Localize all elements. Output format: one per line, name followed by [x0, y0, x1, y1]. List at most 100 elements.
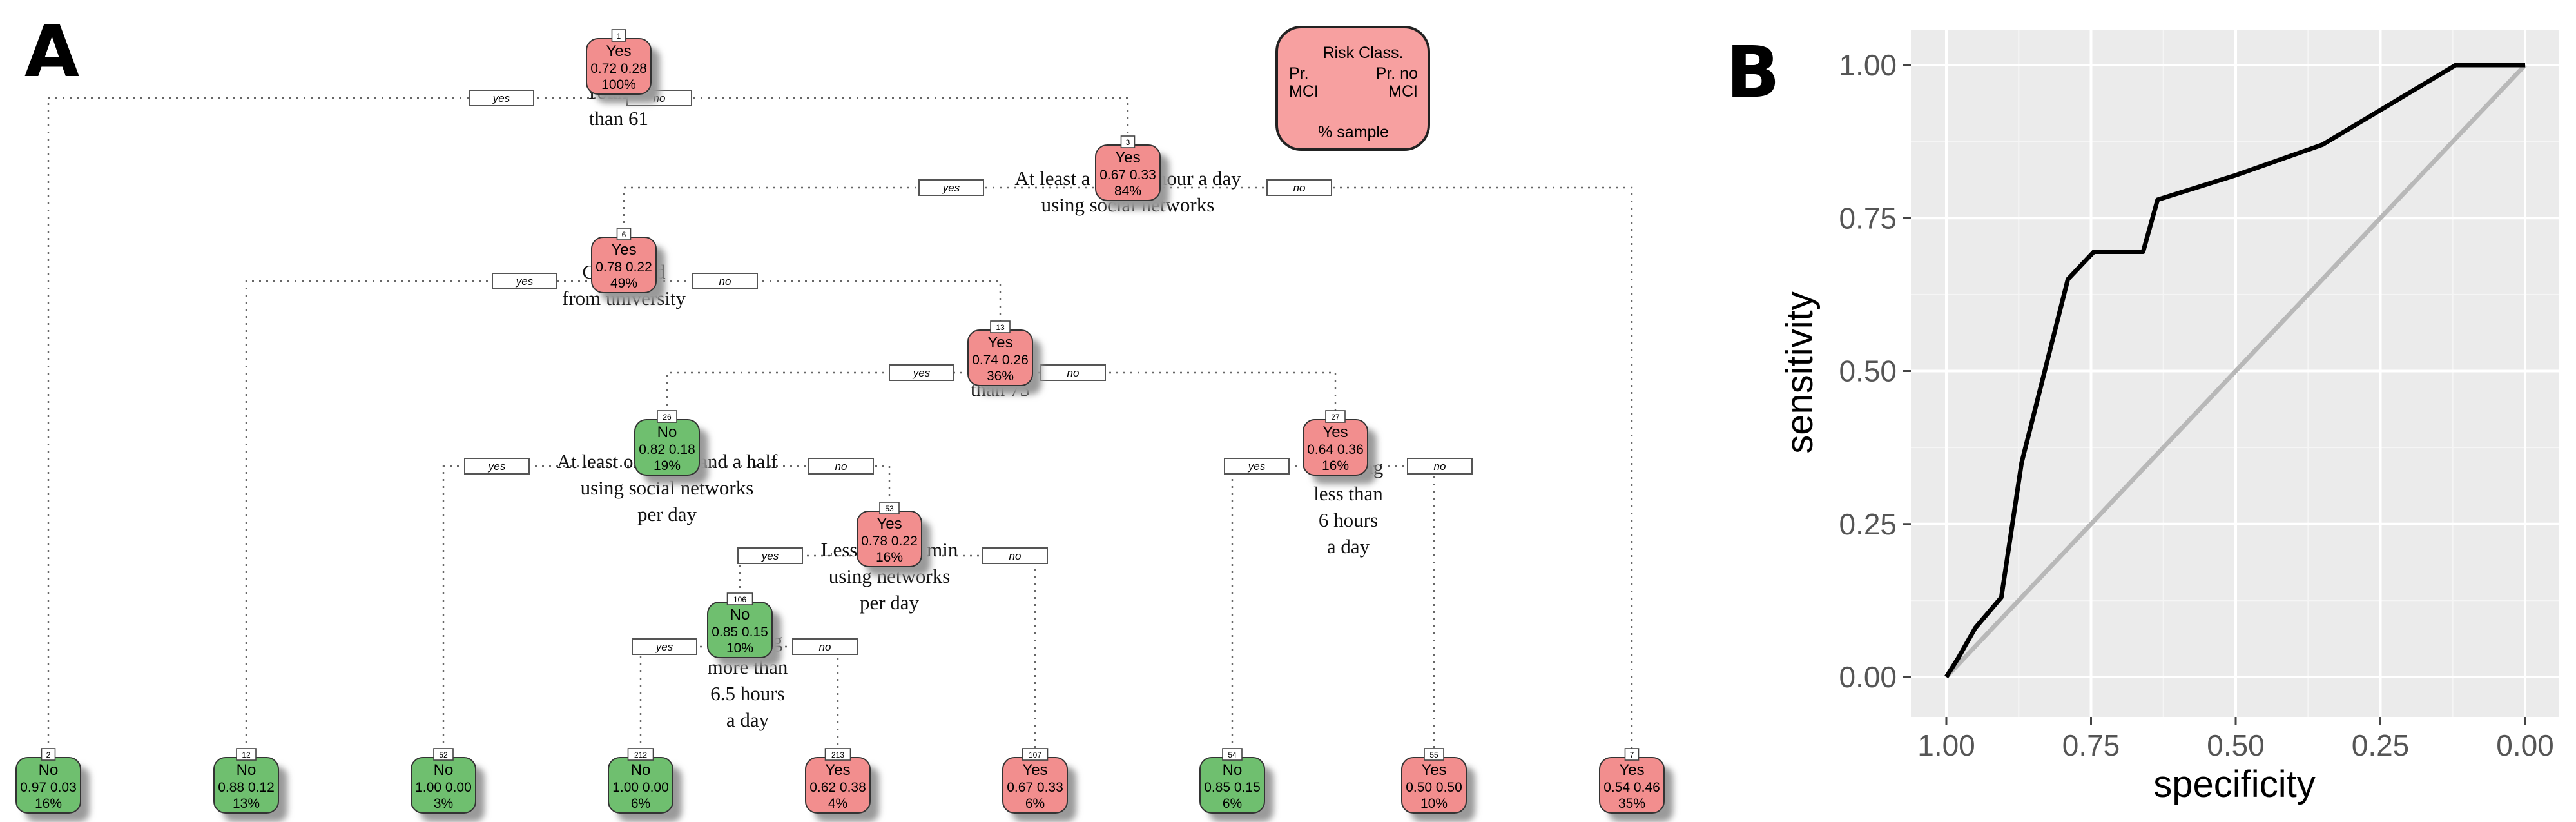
- node-number-box: [990, 320, 1011, 333]
- roc-y-tick-label: 0.50: [1839, 355, 1897, 388]
- node-class: No: [631, 761, 651, 779]
- svg-text:no: no: [819, 641, 831, 653]
- yes-branch-label: yes: [469, 90, 534, 106]
- svg-text:yes: yes: [913, 367, 931, 379]
- roc-y-axis-label: sensitivity: [1779, 291, 1821, 453]
- node-number: 55: [1429, 750, 1438, 759]
- node-number: 52: [439, 750, 448, 759]
- svg-text:yes: yes: [516, 275, 534, 288]
- node-number-box: [1325, 410, 1346, 423]
- node-number-box: [433, 748, 454, 761]
- node-probabilities: 0.78 0.22: [596, 260, 652, 275]
- node-probabilities: 1.00 0.00: [415, 780, 472, 795]
- yes-branch-label: yes: [632, 638, 697, 655]
- node-class: Yes: [1322, 424, 1348, 441]
- node-percent: 84%: [1114, 184, 1141, 199]
- legend-box: [1275, 26, 1430, 151]
- node-number-box: [824, 748, 851, 761]
- node-number: 54: [1228, 750, 1237, 759]
- node-percent: 16%: [876, 550, 903, 565]
- node-number: 212: [634, 750, 647, 759]
- node-number: 26: [663, 413, 672, 422]
- node-percent: 3%: [434, 796, 453, 811]
- svg-text:no: no: [1009, 550, 1022, 562]
- svg-text:no: no: [1067, 367, 1080, 379]
- tree-edge: [442, 465, 891, 758]
- node-percent: 10%: [1420, 796, 1448, 811]
- roc-y-tick-label: 1.00: [1839, 48, 1897, 82]
- node-probabilities: 0.88 0.12: [218, 780, 275, 795]
- node-class: No: [39, 761, 59, 779]
- node-percent: 19%: [654, 458, 681, 473]
- node-percent: 10%: [726, 641, 753, 656]
- tree-edge: [666, 371, 1337, 420]
- node-number-box: [879, 502, 900, 514]
- node-number: 12: [242, 750, 251, 759]
- node-class: Yes: [606, 43, 631, 60]
- no-branch-label: no: [692, 273, 758, 289]
- svg-text:yes: yes: [488, 460, 506, 473]
- tree-edges: [47, 97, 1633, 758]
- node-class: No: [1223, 761, 1243, 779]
- node-percent: 49%: [610, 276, 637, 291]
- yes-branch-label: yes: [1224, 458, 1290, 475]
- node-probabilities: 0.78 0.22: [861, 534, 918, 549]
- roc-reference-diagonal: [1944, 63, 2527, 679]
- node-probabilities: 0.67 0.33: [1007, 780, 1063, 795]
- node-percent: 4%: [828, 796, 847, 811]
- svg-text:yes: yes: [655, 641, 673, 653]
- node-number: 107: [1029, 750, 1041, 759]
- yes-branch-label: yes: [918, 179, 984, 196]
- node-class: Yes: [825, 761, 850, 779]
- node-class: Yes: [1115, 149, 1140, 166]
- roc-series: [1944, 63, 2527, 679]
- node-number: 106: [733, 595, 746, 604]
- node-probabilities: 0.82 0.18: [639, 442, 695, 457]
- svg-text:no: no: [719, 275, 731, 288]
- roc-x-tick-label: 0.25: [2352, 729, 2410, 762]
- no-branch-label: no: [1266, 179, 1332, 196]
- roc-y-tick-label: 0.25: [1839, 507, 1897, 541]
- roc-grid: [1911, 30, 2559, 717]
- roc-x-tick-label: 1.00: [1917, 729, 1975, 762]
- node-percent: 100%: [601, 77, 636, 92]
- node-number: 6: [622, 230, 626, 239]
- svg-text:yes: yes: [492, 92, 510, 104]
- yes-branch-label: yes: [492, 273, 557, 289]
- svg-text:yes: yes: [761, 550, 779, 562]
- node-number-box: [1120, 135, 1136, 148]
- node-number-box: [657, 410, 677, 423]
- no-branch-label: no: [1040, 364, 1106, 381]
- node-number-box: [1022, 748, 1049, 761]
- node-number: 7: [1630, 750, 1634, 759]
- roc-x-tick-label: 0.75: [2062, 729, 2120, 762]
- no-branch-label: no: [808, 458, 874, 475]
- yes-branch-label: yes: [464, 458, 530, 475]
- legend-bottom-label: % sample: [1318, 123, 1389, 141]
- node-class: Yes: [987, 334, 1012, 351]
- node-number-box: [1222, 748, 1243, 761]
- node-class: Yes: [1022, 761, 1047, 779]
- node-number-box: [616, 228, 632, 240]
- node-percent: 6%: [1025, 796, 1045, 811]
- node-class: Yes: [876, 515, 902, 533]
- node-probabilities: 0.64 0.36: [1307, 442, 1364, 457]
- roc-curve: [1944, 63, 2525, 678]
- node-probabilities: 0.50 0.50: [1406, 780, 1462, 795]
- node-probabilities: 0.62 0.38: [809, 780, 866, 795]
- node-class: Yes: [1619, 761, 1644, 779]
- node-percent: 6%: [631, 796, 650, 811]
- roc-x-tick-label: 0.50: [2207, 729, 2265, 762]
